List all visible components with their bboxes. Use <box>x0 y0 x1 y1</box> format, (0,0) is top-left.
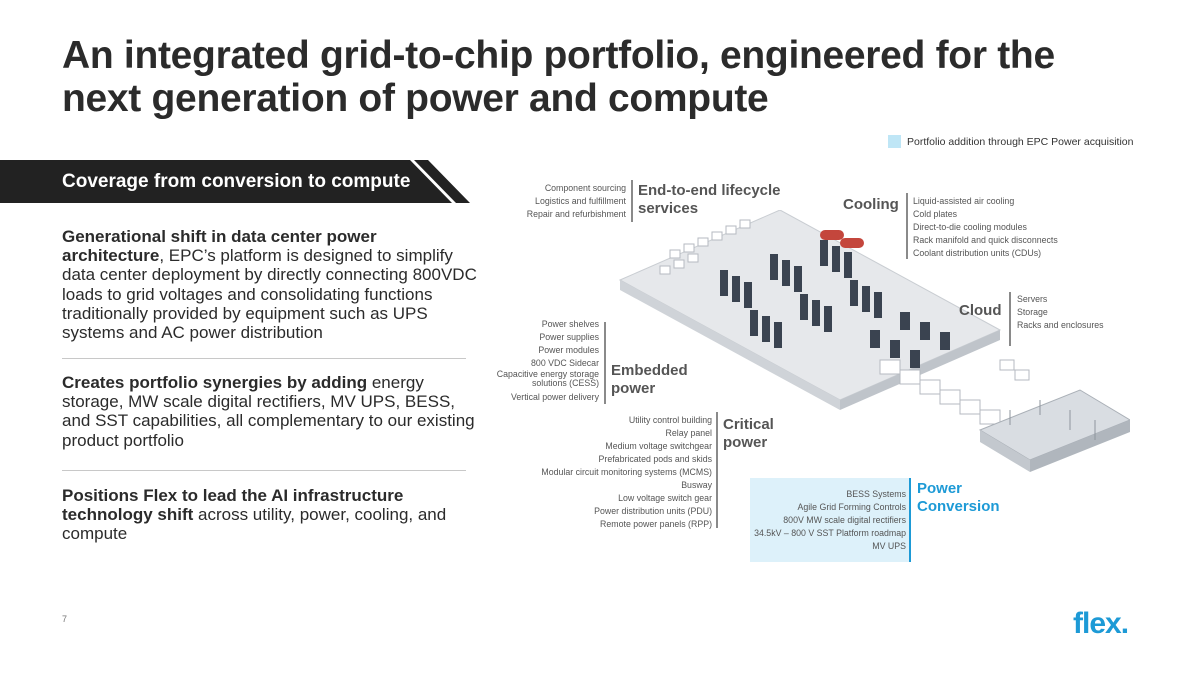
cooling-item: Coolant distribution units (CDUs) <box>913 248 1042 258</box>
lifecycle-title: End-to-end lifecycle services <box>638 182 781 217</box>
banner-shape <box>0 160 470 203</box>
cloud-title: Cloud <box>959 302 1002 319</box>
paragraph-2-text: energy storage, MW scale digital rectifi… <box>62 373 475 450</box>
lifecycle-item: Component sourcing <box>544 183 626 193</box>
cooling-item: Direct-to-die cooling modules <box>913 222 1027 232</box>
datacenter-illustration <box>618 210 1130 472</box>
critical-divider <box>716 412 718 528</box>
embedded-divider <box>604 322 606 404</box>
embedded-item: Vertical power delivery <box>510 391 599 402</box>
paragraph-3-text: across utility, power, cooling, and comp… <box>62 505 447 544</box>
paragraph-1: Generational shift in data center power … <box>62 227 477 342</box>
section-banner: Coverage from conversion to compute <box>0 160 470 203</box>
embedded-title: Embedded power <box>611 362 688 397</box>
conversion-item: 800V MW scale digital rectifiers <box>783 515 906 525</box>
page-title: An integrated grid-to-chip portfolio, en… <box>62 34 1055 120</box>
conversion-title: Power Conversion <box>917 480 1000 515</box>
critical-item: Medium voltage switchgear <box>605 441 712 451</box>
flex-logo: flex. <box>1073 607 1129 640</box>
lifecycle-divider <box>631 180 633 222</box>
conversion-list: BESS Systems Agile Grid Forming Controls… <box>752 488 906 553</box>
critical-item: Utility control building <box>628 415 712 425</box>
embedded-item: Power modules <box>538 344 599 355</box>
paragraph-2: Creates portfolio synergies by adding en… <box>62 373 477 450</box>
lifecycle-item: Logistics and fulfillment <box>535 196 626 206</box>
paragraph-3-bold: Positions Flex to lead the AI infrastruc… <box>62 486 404 525</box>
lifecycle-list: Component sourcing Logistics and fulfill… <box>476 182 626 221</box>
cloud-item: Servers <box>1017 294 1048 304</box>
conversion-item: BESS Systems <box>846 489 906 499</box>
paragraph-1-bold: Generational shift in data center power … <box>62 227 377 266</box>
conversion-item: Agile Grid Forming Controls <box>797 502 906 512</box>
critical-item: Modular circuit monitoring systems (MCMS… <box>541 467 712 477</box>
critical-item: Power distribution units (PDU) <box>594 506 712 516</box>
paragraph-3: Positions Flex to lead the AI infrastruc… <box>62 486 477 544</box>
critical-item: Low voltage switch gear <box>618 493 712 503</box>
banner-label: Coverage from conversion to compute <box>62 171 411 192</box>
embedded-item: 800 VDC Sidecar <box>531 357 599 368</box>
cooling-divider <box>906 193 908 259</box>
power-conversion-box <box>750 478 910 562</box>
legend: Portfolio addition through EPC Power acq… <box>888 135 1133 148</box>
conversion-item: 34.5kV – 800 V SST Platform roadmap <box>754 528 906 538</box>
critical-title: Critical power <box>723 416 774 451</box>
page-number: 7 <box>62 614 68 624</box>
embedded-item: Capacitive energy storage solutions (CES… <box>496 368 599 389</box>
divider <box>62 470 466 471</box>
embedded-list: Power shelves Power supplies Power modul… <box>470 318 599 404</box>
cooling-item: Cold plates <box>913 209 958 219</box>
cloud-divider <box>1009 292 1011 346</box>
cooling-item: Rack manifold and quick disconnects <box>913 235 1058 245</box>
cloud-list: Servers Storage Racks and enclosures <box>1017 293 1104 332</box>
embedded-item: Power supplies <box>539 331 599 342</box>
critical-item: Prefabricated pods and skids <box>598 454 712 464</box>
divider <box>62 358 466 359</box>
legend-text: Portfolio addition through EPC Power acq… <box>907 135 1134 148</box>
cloud-item: Racks and enclosures <box>1017 320 1104 330</box>
cooling-title: Cooling <box>843 196 899 213</box>
critical-item: Remote power panels (RPP) <box>600 519 712 529</box>
cooling-list: Liquid-assisted air cooling Cold plates … <box>913 195 1058 260</box>
cooling-item: Liquid-assisted air cooling <box>913 196 1015 206</box>
critical-list: Utility control building Relay panel Med… <box>500 414 712 531</box>
embedded-item: Power shelves <box>541 319 599 329</box>
paragraph-1-text: , EPC’s platform is designed to simplify… <box>62 246 477 343</box>
critical-item: Relay panel <box>665 428 712 438</box>
critical-item: Busway <box>681 480 712 490</box>
cloud-item: Storage <box>1017 307 1048 317</box>
paragraph-2-bold: Creates portfolio synergies by adding <box>62 373 368 392</box>
lifecycle-item: Repair and refurbishment <box>526 209 626 219</box>
conversion-item: MV UPS <box>872 541 906 551</box>
power-conversion-divider <box>909 478 911 562</box>
legend-swatch <box>888 135 901 148</box>
